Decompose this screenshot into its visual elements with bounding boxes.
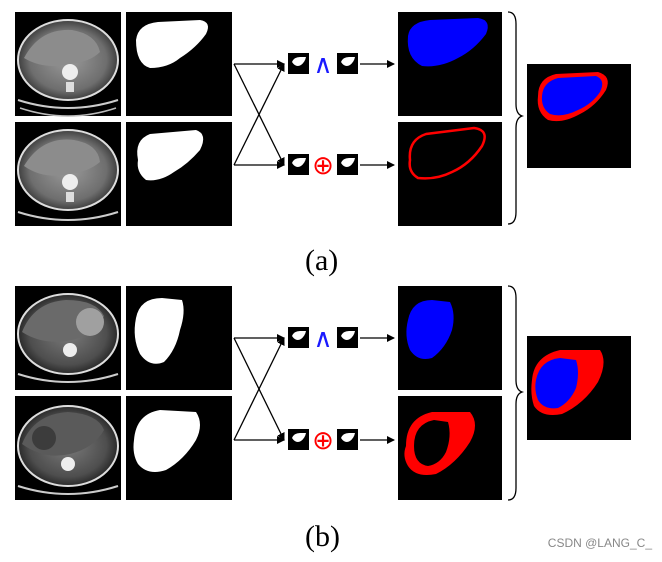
panel-b-caption: (b) — [305, 520, 340, 553]
mask-image — [126, 12, 232, 116]
and-operation: ∧ — [288, 50, 358, 80]
mask-image — [126, 286, 232, 390]
xor-result-image — [398, 396, 502, 500]
connector-arrows — [233, 60, 285, 169]
mask-image — [126, 396, 232, 500]
panel-a-caption: (a) — [305, 244, 339, 277]
mask-image — [126, 122, 232, 226]
xor-result-image — [398, 122, 502, 226]
ct-scan-image — [15, 122, 121, 226]
and-operation: ∧ — [288, 324, 358, 354]
panel-b: ∧ ⊕ — [15, 285, 631, 501]
and-result-image — [398, 12, 502, 116]
xor-operation: ⊕ — [288, 151, 358, 181]
xor-operator-symbol: ⊕ — [312, 151, 334, 181]
combined-result-image — [527, 64, 631, 168]
ct-scan-image — [15, 12, 121, 117]
combined-result-image — [527, 336, 631, 440]
watermark: CSDN @LANG_C_ — [547, 536, 652, 550]
and-operator-symbol: ∧ — [313, 50, 332, 80]
connector-arrows — [233, 334, 285, 444]
ct-scan-image — [15, 396, 121, 500]
grouping-brace — [507, 11, 525, 225]
and-operator-symbol: ∧ — [313, 324, 332, 354]
panel-a: ∧ ⊕ — [15, 11, 631, 226]
grouping-brace — [507, 285, 525, 501]
xor-operator-symbol: ⊕ — [312, 426, 334, 456]
ct-scan-image — [15, 286, 121, 390]
and-result-image — [398, 286, 502, 390]
xor-operation: ⊕ — [288, 426, 358, 456]
